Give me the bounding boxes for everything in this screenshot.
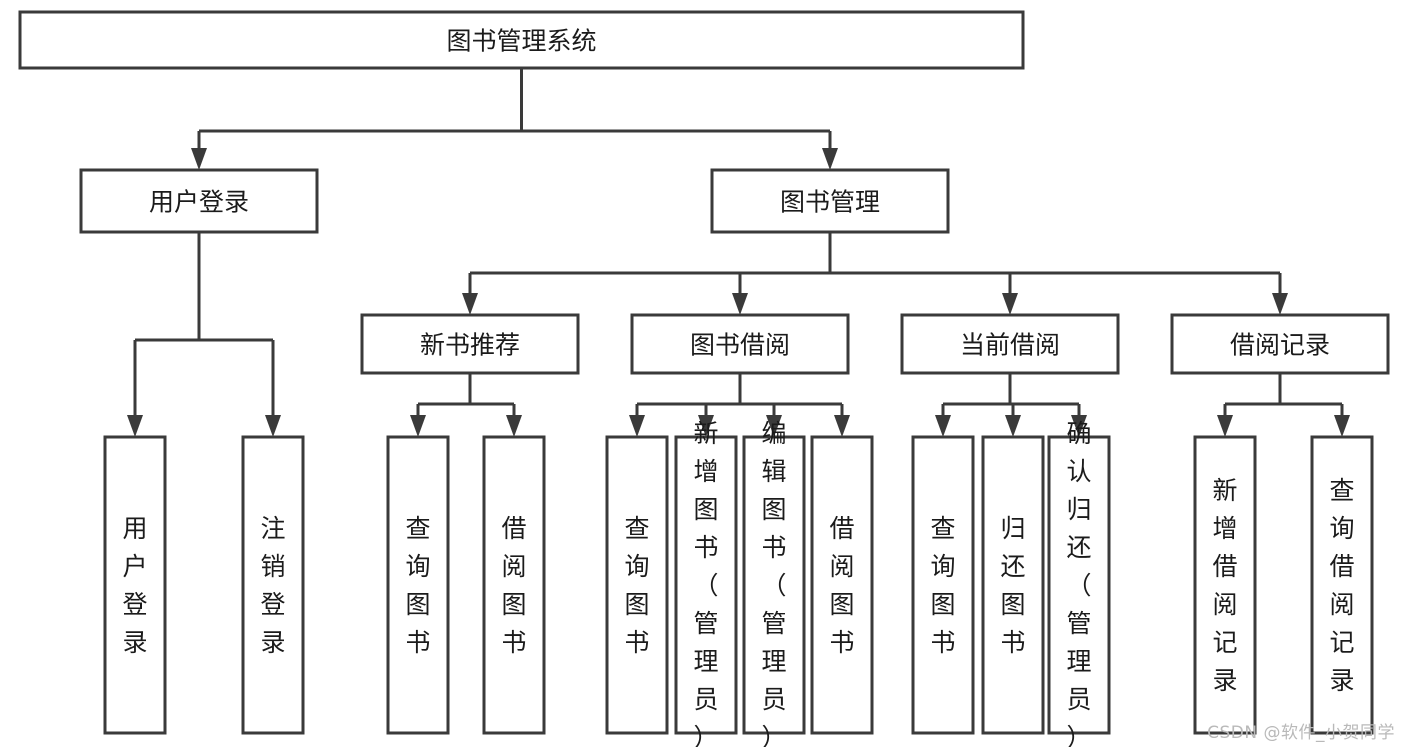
leaf-user-login[interactable]: 用户登录 bbox=[103, 435, 167, 735]
leaf-borrow-book-1[interactable]: 借阅图书 bbox=[482, 435, 546, 735]
leaf-confirm-return-label: 确认归还（管理员） bbox=[1066, 419, 1091, 747]
watermark-text: CSDN @软件_小贺同学 bbox=[1207, 723, 1395, 743]
leaf-logout[interactable]: 注销登录 bbox=[241, 435, 305, 735]
leaf-query-book-1[interactable]: 查询图书 bbox=[386, 435, 450, 735]
node-book-borrow[interactable]: 图书借阅 bbox=[630, 313, 850, 375]
leaf-confirm-return[interactable]: 确认归还（管理员） bbox=[1047, 419, 1111, 747]
node-borrow-record-label: 借阅记录 bbox=[1230, 331, 1330, 360]
leaf-add-book-label: 新增图书（管理员） bbox=[693, 419, 718, 747]
leaf-return-book-label: 归还图书 bbox=[1000, 514, 1025, 657]
leaf-add-book[interactable]: 新增图书（管理员） bbox=[674, 419, 738, 747]
node-borrow-record[interactable]: 借阅记录 bbox=[1170, 313, 1390, 375]
leaf-query-book-2-label: 查询图书 bbox=[624, 514, 649, 657]
leaf-query-book-3[interactable]: 查询图书 bbox=[911, 435, 975, 735]
leaf-query-record[interactable]: 查询借阅记录 bbox=[1310, 435, 1374, 735]
leaf-query-book-1-label: 查询图书 bbox=[405, 514, 430, 657]
node-book-manage[interactable]: 图书管理 bbox=[710, 168, 950, 234]
node-current-borrow[interactable]: 当前借阅 bbox=[900, 313, 1120, 375]
leaf-box-layer: 用户登录 注销登录 查询图书 借阅图书 查询图书 新增图书（管理员） 编辑图书（管理员） 借阅… bbox=[103, 419, 1374, 747]
node-current-borrow-label: 当前借阅 bbox=[960, 331, 1060, 360]
leaf-query-book-2[interactable]: 查询图书 bbox=[605, 435, 669, 735]
node-new-book-rec-label: 新书推荐 bbox=[420, 331, 520, 360]
node-user-login-label: 用户登录 bbox=[149, 188, 249, 217]
leaf-query-book-3-label: 查询图书 bbox=[930, 514, 955, 657]
leaf-edit-book-label: 编辑图书（管理员） bbox=[761, 419, 786, 747]
leaf-borrow-book-1-label: 借阅图书 bbox=[501, 514, 526, 657]
node-user-login[interactable]: 用户登录 bbox=[79, 168, 319, 234]
node-book-manage-label: 图书管理 bbox=[780, 188, 880, 217]
connector-layer bbox=[127, 68, 1350, 437]
leaf-add-record[interactable]: 新增借阅记录 bbox=[1193, 435, 1257, 735]
node-root[interactable]: 图书管理系统 bbox=[18, 10, 1025, 70]
leaf-user-login-label: 用户登录 bbox=[122, 514, 147, 657]
leaf-edit-book[interactable]: 编辑图书（管理员） bbox=[742, 419, 806, 747]
leaf-query-record-label: 查询借阅记录 bbox=[1329, 476, 1354, 695]
leaf-logout-label: 注销登录 bbox=[260, 514, 285, 657]
node-root-label: 图书管理系统 bbox=[446, 27, 596, 56]
leaf-borrow-book-2[interactable]: 借阅图书 bbox=[810, 435, 874, 735]
leaf-borrow-book-2-label: 借阅图书 bbox=[829, 514, 854, 657]
node-new-book-rec[interactable]: 新书推荐 bbox=[360, 313, 580, 375]
leaf-return-book[interactable]: 归还图书 bbox=[981, 435, 1045, 735]
leaf-add-record-label: 新增借阅记录 bbox=[1212, 476, 1237, 695]
node-book-borrow-label: 图书借阅 bbox=[690, 331, 790, 360]
